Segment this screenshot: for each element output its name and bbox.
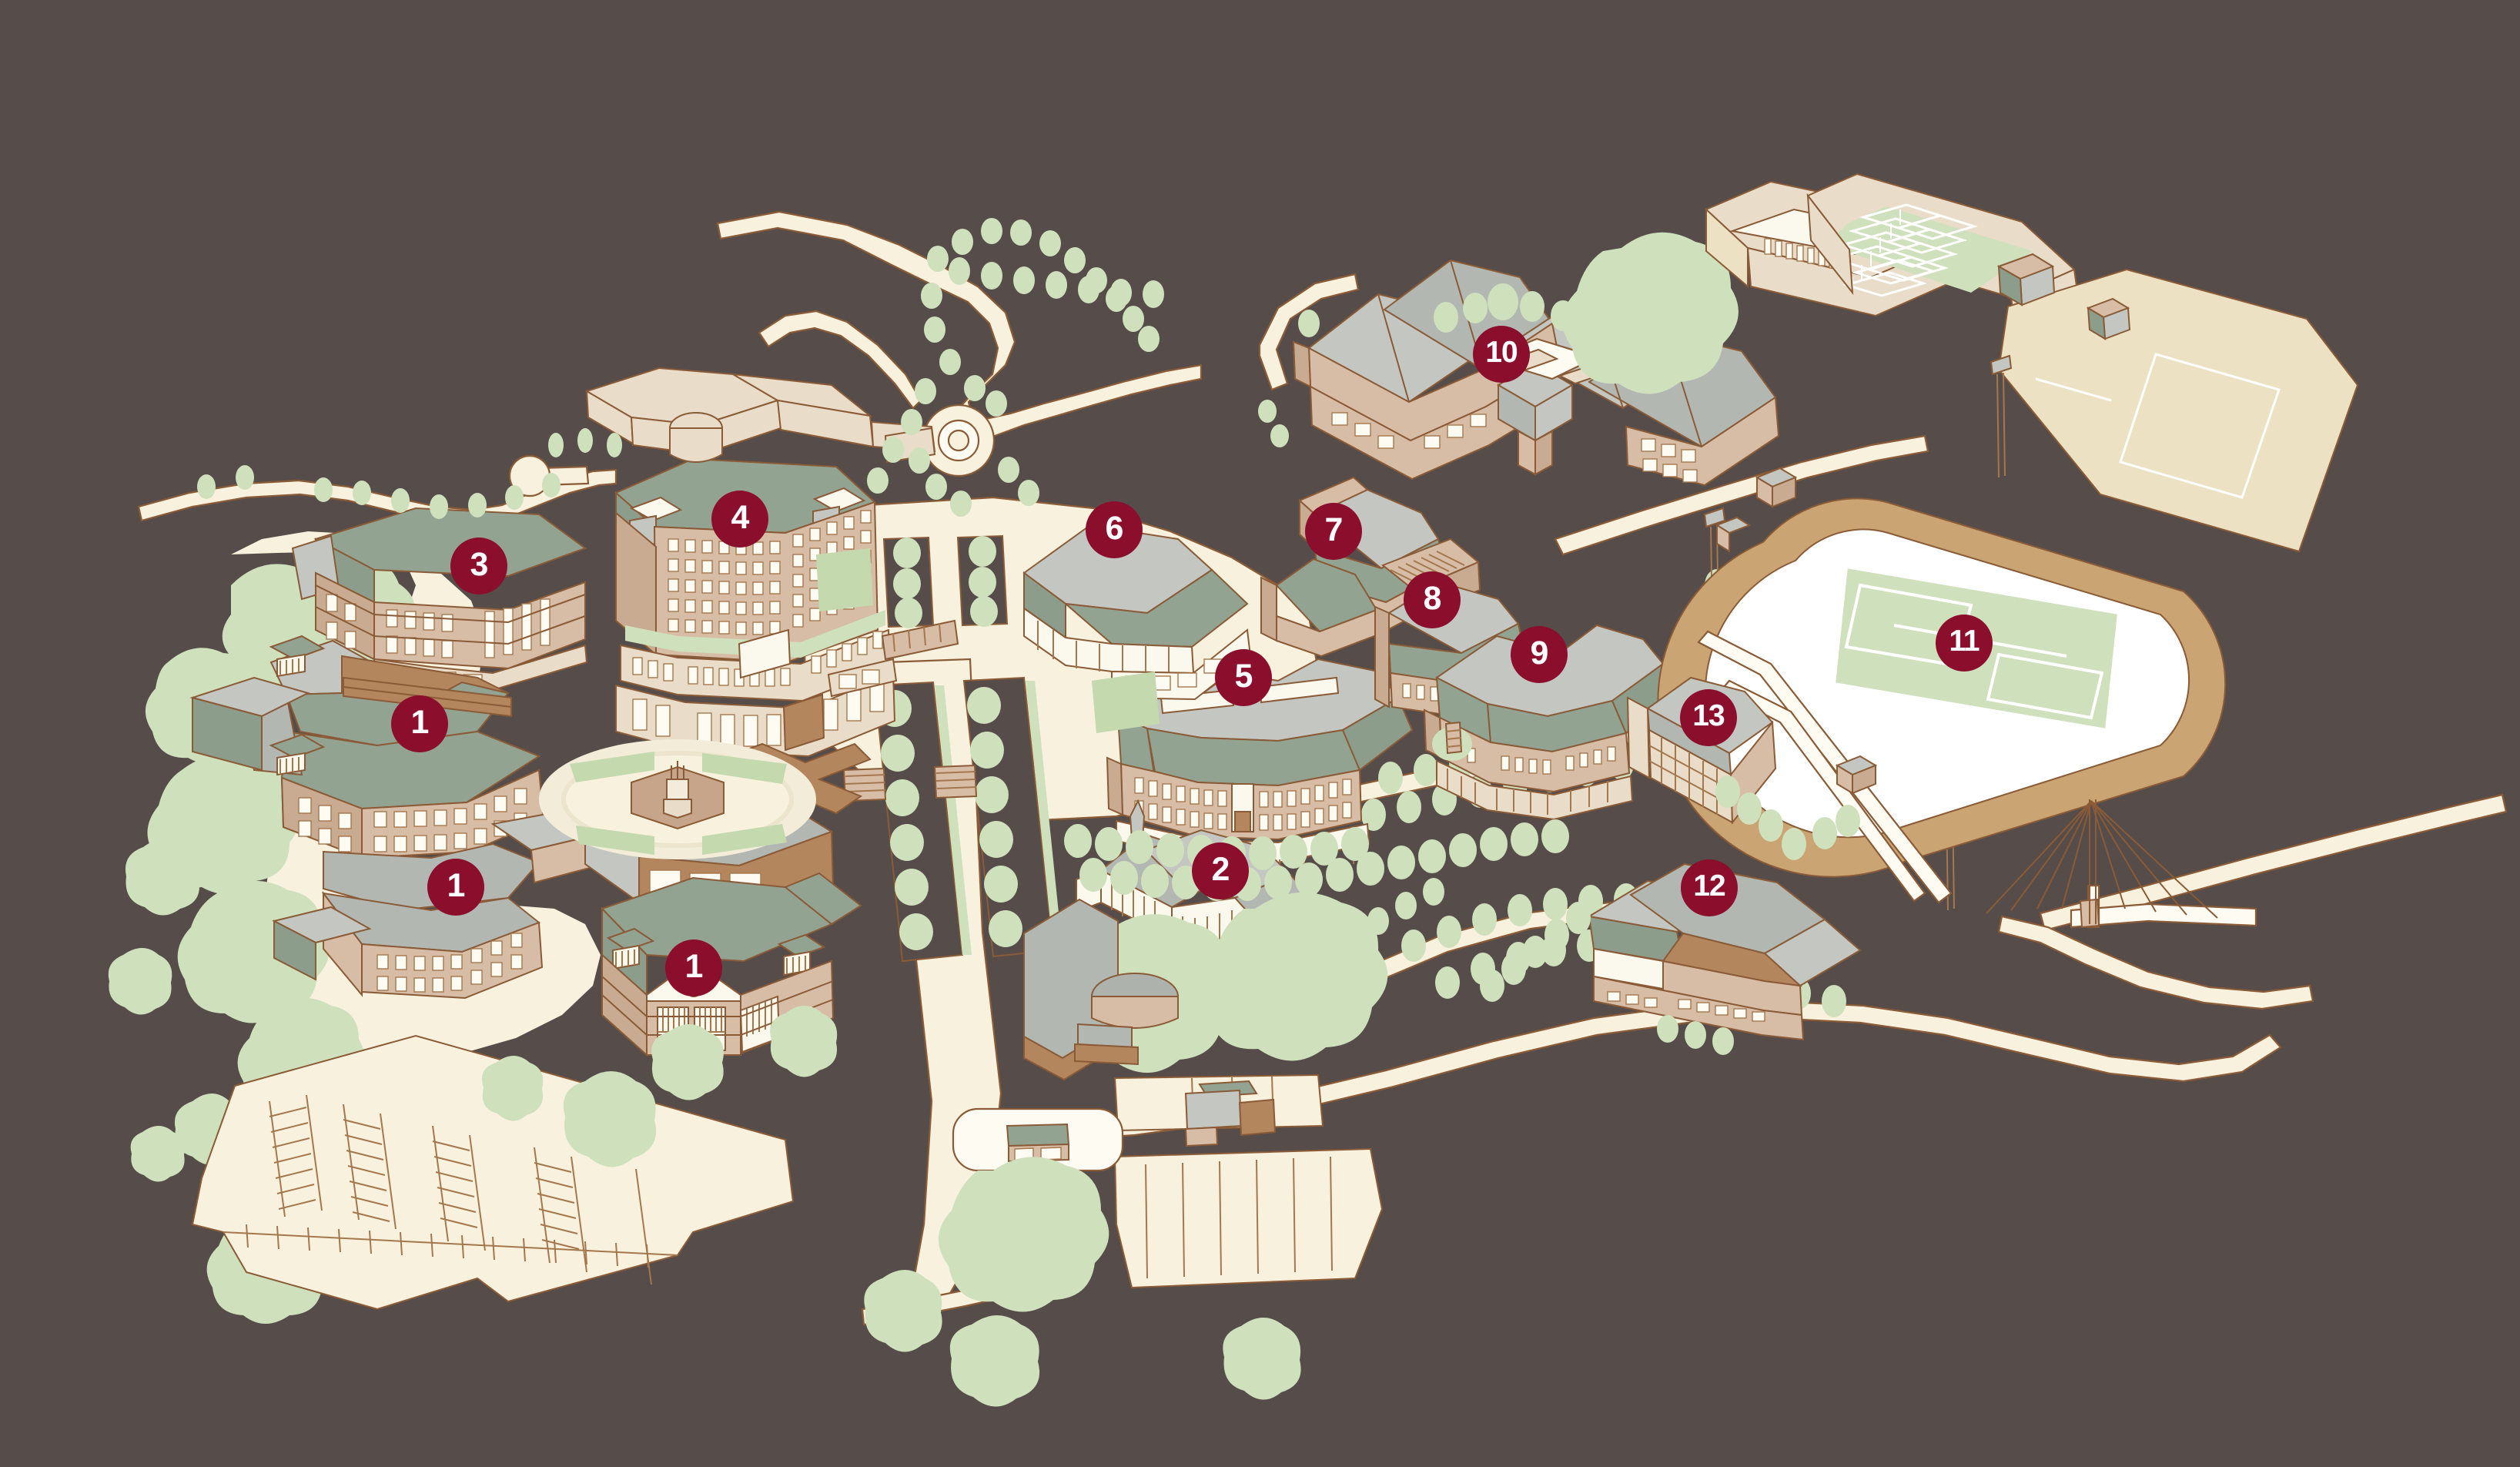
building-1-southwest-wing	[272, 891, 544, 1000]
map-marker-label: 2	[1211, 850, 1230, 888]
map-marker-label: 1	[684, 947, 704, 985]
map-marker-label: 9	[1530, 634, 1549, 672]
map-marker-12[interactable]: 12	[1681, 859, 1738, 916]
map-marker-2[interactable]: 2	[1192, 842, 1249, 899]
map-marker-label: 13	[1692, 698, 1725, 732]
south-cluster	[1023, 898, 1179, 1081]
north-service-buildings	[508, 367, 936, 497]
building-10	[1258, 232, 1780, 487]
north-hedge	[197, 218, 1160, 519]
map-marker-6[interactable]: 6	[1086, 501, 1143, 558]
map-marker-11[interactable]: 11	[1936, 615, 1993, 672]
map-marker-label: 1	[447, 866, 466, 904]
southeast-planting	[1480, 775, 1860, 1002]
building-12	[1587, 862, 1862, 1041]
running-track	[1657, 497, 2227, 878]
minor-structures	[1835, 755, 1878, 795]
south-woodland	[482, 1006, 1301, 1407]
se-hedge-row	[1367, 878, 1734, 1055]
fountain-plaza	[539, 739, 816, 859]
map-marker-4[interactable]: 4	[711, 491, 768, 548]
map-marker-label: 4	[731, 498, 750, 536]
map-marker-9[interactable]: 9	[1511, 626, 1568, 683]
quad-lawns	[816, 548, 1160, 733]
north-top-trees	[949, 257, 1164, 308]
drop-off-island	[952, 1107, 1124, 1172]
maintenance-shed	[1184, 1080, 1277, 1147]
map-marker-1[interactable]: 1	[427, 859, 484, 916]
map-marker-3[interactable]: 3	[450, 538, 507, 595]
map-marker-label: 5	[1234, 657, 1253, 695]
map-marker-13[interactable]: 13	[1680, 689, 1737, 746]
map-marker-1[interactable]: 1	[391, 695, 448, 752]
map-marker-label: 12	[1693, 869, 1725, 903]
monument	[1432, 721, 1472, 761]
map-marker-label: 7	[1324, 511, 1344, 548]
building-3	[291, 507, 588, 692]
map-marker-10[interactable]: 10	[1473, 326, 1530, 383]
cable-bridge	[1986, 799, 2257, 929]
map-marker-label: 6	[1105, 509, 1124, 547]
map-marker-5[interactable]: 5	[1215, 649, 1272, 706]
map-marker-8[interactable]: 8	[1404, 571, 1461, 628]
map-marker-label: 8	[1423, 579, 1442, 617]
map-marker-7[interactable]: 7	[1305, 503, 1362, 560]
map-marker-label: 11	[1949, 624, 1980, 658]
central-mall-allee	[842, 534, 1063, 963]
map-marker-label: 1	[410, 703, 430, 741]
map-marker-1[interactable]: 1	[665, 939, 722, 996]
map-marker-label: 3	[470, 545, 489, 583]
map-marker-label: 10	[1485, 335, 1518, 369]
quad-walks	[827, 619, 959, 698]
athletics-complex	[1657, 172, 2359, 911]
